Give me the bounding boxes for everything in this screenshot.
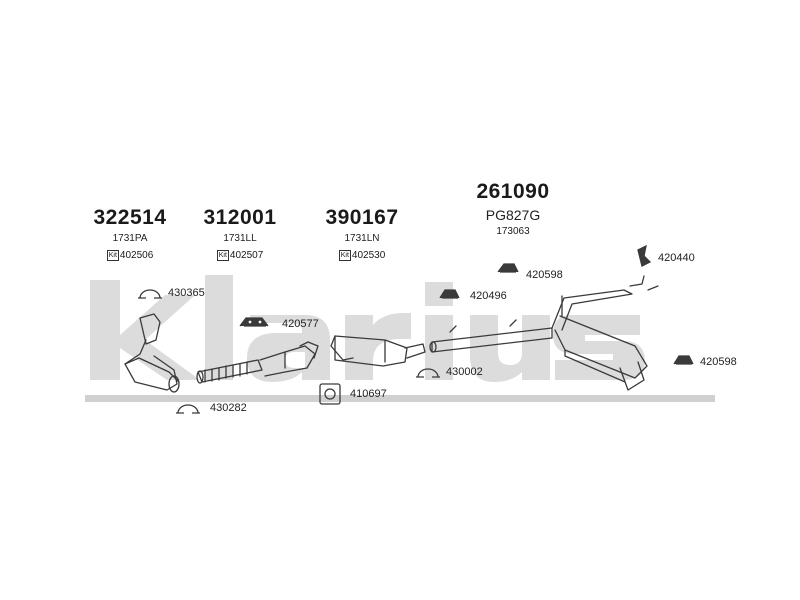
- kit-reference: Kit 402507: [216, 250, 264, 261]
- rubber-hanger-icon: [439, 289, 460, 299]
- label-420577: 420577: [282, 318, 319, 330]
- rear-silencer-261090: [429, 275, 659, 391]
- kit-tag: Kit: [216, 250, 229, 261]
- kit-number: 402507: [229, 250, 264, 261]
- part-header-261090: 261090 PG827G 173063: [458, 180, 568, 237]
- part-reference-secondary: 173063: [496, 226, 530, 237]
- part-number: 390167: [325, 206, 399, 229]
- flange-gasket-icon: [319, 383, 341, 405]
- part-number: 261090: [476, 180, 550, 203]
- part-number: 312001: [203, 206, 277, 229]
- label-420496: 420496: [470, 290, 507, 302]
- label-420598: 420598: [526, 269, 563, 281]
- pipe-clamp-icon: [138, 289, 162, 299]
- label-420598-rear: 420598: [700, 356, 737, 368]
- kit-reference: Kit 402530: [338, 250, 386, 261]
- pipe-clamp-icon: [416, 368, 440, 378]
- part-number: 322514: [93, 206, 167, 229]
- label-420440: 420440: [658, 252, 695, 264]
- label-410697: 410697: [350, 388, 387, 400]
- part-reference: 1731PA: [112, 233, 148, 244]
- kit-tag: Kit: [106, 250, 119, 261]
- kit-number: 402530: [351, 250, 386, 261]
- label-430365: 430365: [168, 287, 205, 299]
- rubber-hanger-icon: [239, 317, 269, 327]
- pipe-clamp-icon: [176, 404, 200, 414]
- mounting-bracket-icon: [637, 244, 652, 267]
- kit-tag: Kit: [338, 250, 351, 261]
- part-reference: 1731LL: [223, 233, 257, 244]
- kit-number: 402506: [119, 250, 154, 261]
- label-430282: 430282: [210, 402, 247, 414]
- rubber-hanger-icon: [673, 355, 694, 365]
- part-header-312001: 312001 1731LL Kit 402507: [185, 206, 295, 262]
- catalytic-converter-322514: [124, 313, 180, 393]
- part-reference: PG827G: [485, 207, 541, 223]
- part-reference: 1731LN: [344, 233, 380, 244]
- kit-reference: Kit 402506: [106, 250, 154, 261]
- part-header-322514: 322514 1731PA Kit 402506: [75, 206, 185, 262]
- part-header-390167: 390167 1731LN Kit 402530: [307, 206, 417, 262]
- catalytic-converter-390167: [330, 335, 426, 367]
- rubber-hanger-icon: [497, 263, 519, 273]
- label-430002: 430002: [446, 366, 483, 378]
- flex-pipe-312001: [196, 341, 319, 384]
